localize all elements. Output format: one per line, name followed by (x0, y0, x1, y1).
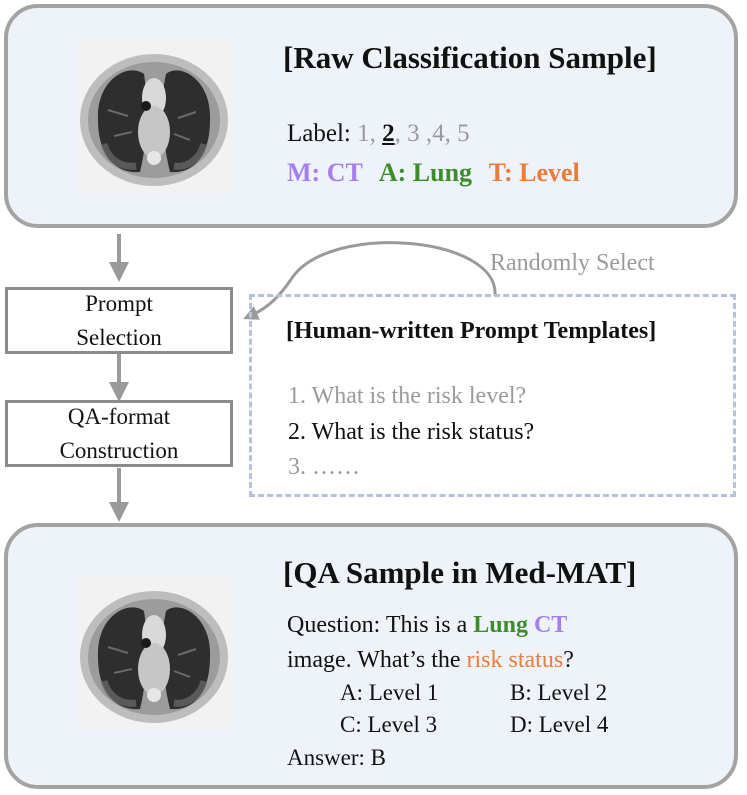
question-line-1: Question: This is a Lung CT (287, 612, 567, 639)
raw-sample-title: [Raw Classification Sample] (283, 40, 657, 75)
question-task: risk status (466, 647, 564, 673)
template-item-3: 3. …… (288, 454, 360, 480)
task-tag: T: Level (488, 158, 580, 187)
qa-construction-step: QA-format Construction (5, 400, 233, 467)
answer-line: Answer: B (287, 745, 387, 770)
question-mark: ? (563, 647, 574, 673)
option-c: C: Level 3 (340, 712, 438, 737)
question-line-2: image. What’s the risk status? (287, 647, 574, 674)
template-item-2: 2. What is the risk status? (288, 419, 535, 445)
label-option-selected: 2 (382, 120, 395, 147)
modality-tag: M: CT (287, 158, 363, 187)
label-prefix: Label: (287, 120, 351, 147)
prompt-selection-label: Prompt Selection (76, 290, 162, 350)
mat-tags: M: CT A: Lung T: Level (287, 158, 580, 188)
label-options-rest: , 3 ,4, 5 (394, 120, 470, 147)
label-option-1: 1, (357, 120, 376, 147)
question-anatomy: Lung (473, 612, 528, 638)
ct-scan-image (78, 577, 231, 730)
template-item-1: 1. What is the risk level? (288, 383, 527, 409)
anatomy-tag: A: Lung (378, 158, 473, 187)
qa-construction-label: QA-format Construction (59, 403, 179, 463)
ct-scan-image (78, 40, 231, 193)
label-line: Label: 1, 2, 3 ,4, 5 (287, 120, 470, 148)
question-prefix: Question: This is a (287, 612, 468, 638)
qa-sample-title: [QA Sample in Med-MAT] (283, 555, 637, 590)
prompt-templates-box (249, 294, 736, 497)
prompt-selection-step: Prompt Selection (5, 287, 233, 354)
templates-title: [Human-written Prompt Templates] (286, 318, 657, 344)
option-d: D: Level 4 (510, 712, 609, 737)
randomly-select-label: Randomly Select (490, 250, 655, 276)
question-line2-prefix: image. What’s the (287, 647, 461, 673)
option-b: B: Level 2 (510, 680, 608, 705)
question-modality: CT (533, 612, 568, 638)
option-a: A: Level 1 (340, 680, 439, 705)
